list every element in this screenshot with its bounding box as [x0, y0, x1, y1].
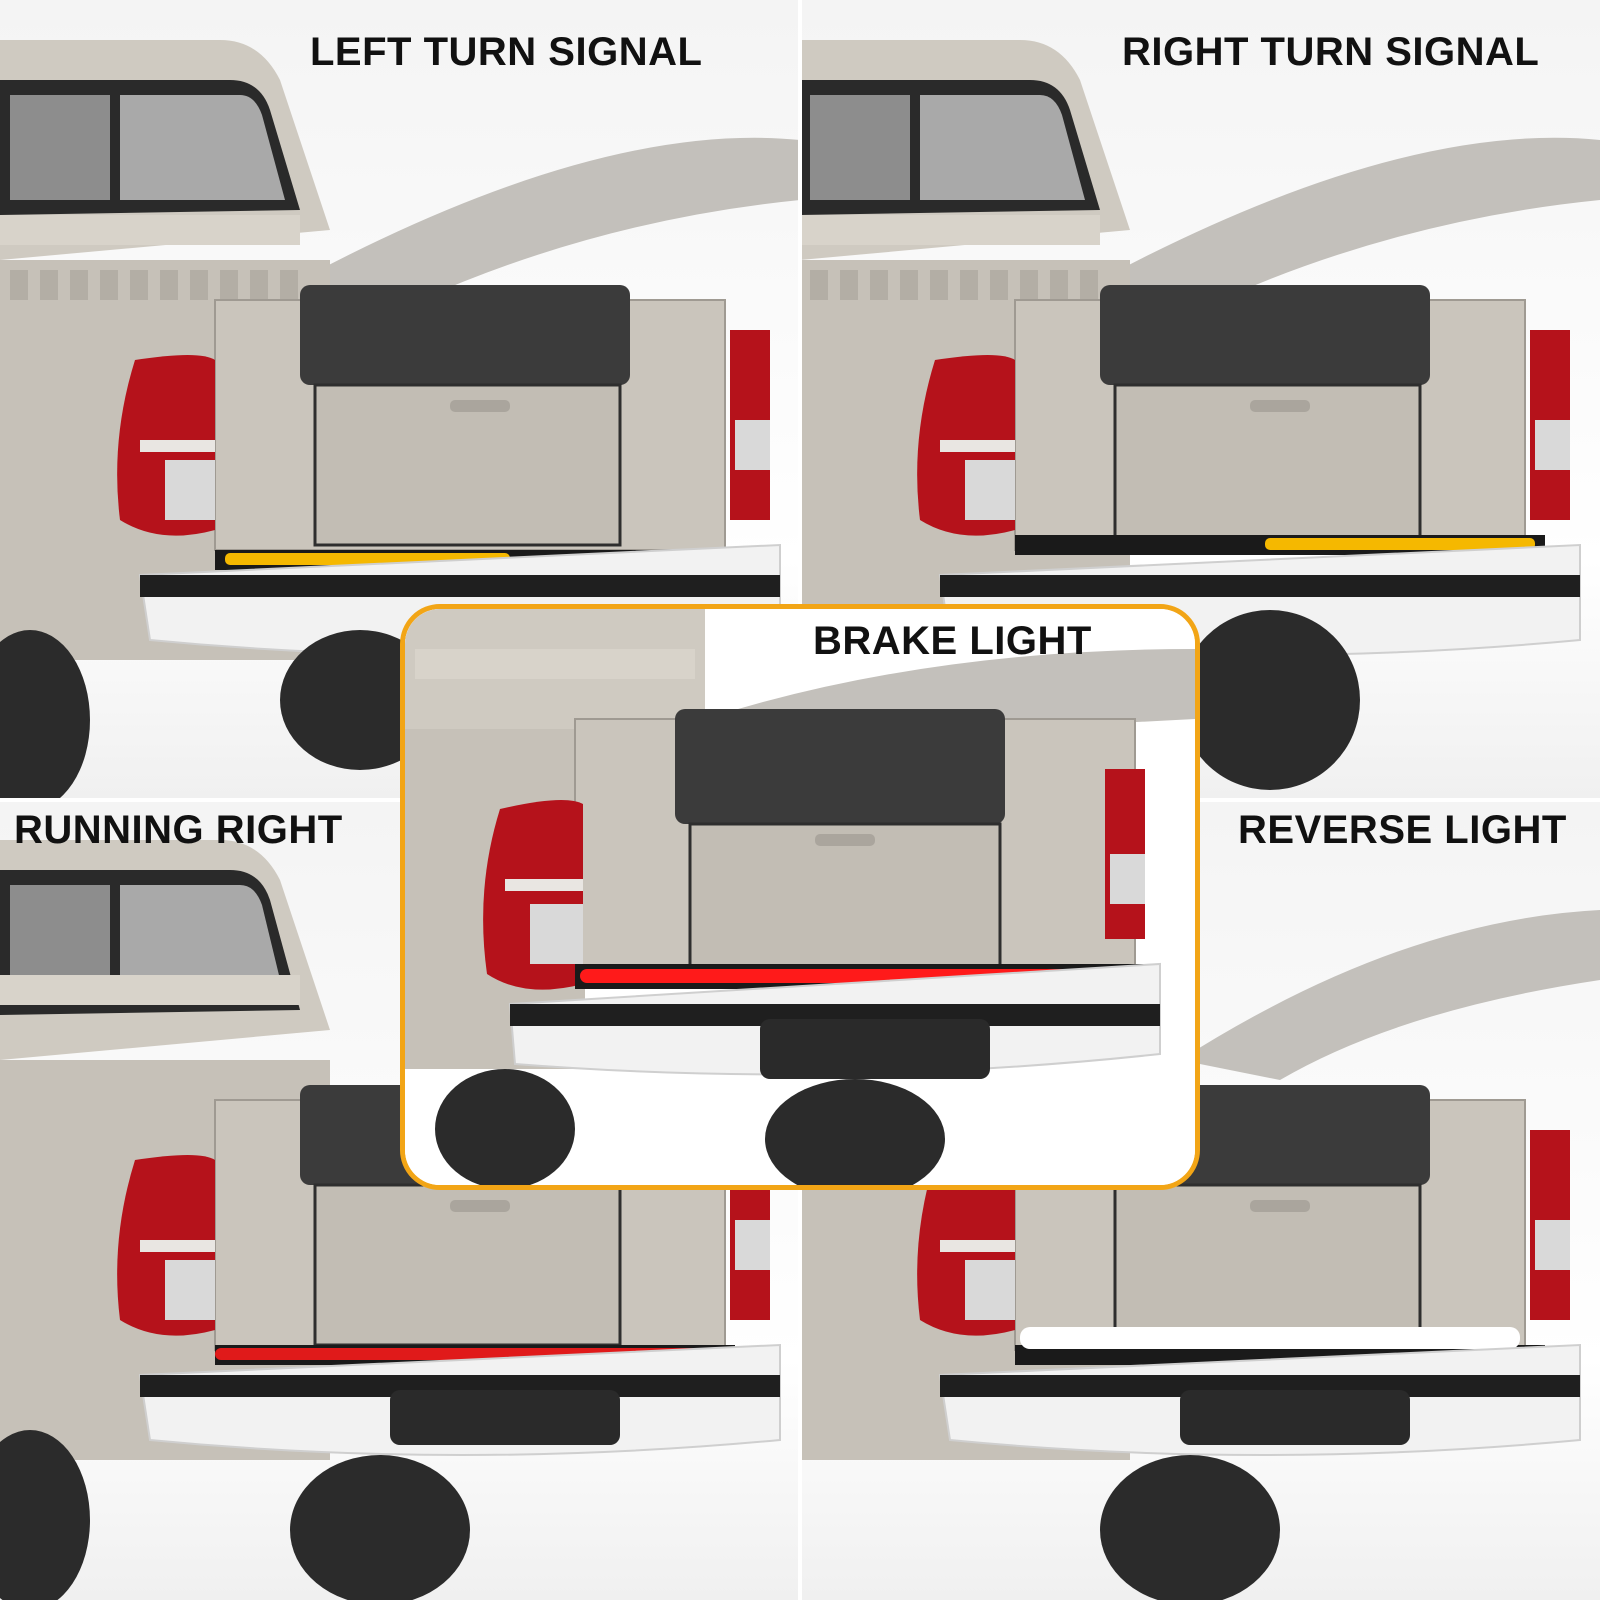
panel-label: BRAKE LIGHT: [813, 619, 1092, 663]
truck-illustration: [405, 609, 1195, 1185]
panel-label: LEFT TURN SIGNAL: [310, 30, 703, 74]
truck-illustration: [800, 40, 1600, 790]
panel-label: RUNNING RIGHT: [14, 808, 343, 852]
truck-illustration: [0, 840, 781, 1600]
led-bar: [1020, 1327, 1520, 1349]
led-bar: [1265, 538, 1535, 550]
truck-illustration: [0, 40, 800, 800]
panel-label: REVERSE LIGHT: [1238, 808, 1567, 852]
panel-brake-light: BRAKE LIGHT: [400, 604, 1200, 1190]
panel-left-turn-signal: LEFT TURN SIGNAL: [0, 0, 800, 800]
panel-label: RIGHT TURN SIGNAL: [1122, 30, 1540, 74]
